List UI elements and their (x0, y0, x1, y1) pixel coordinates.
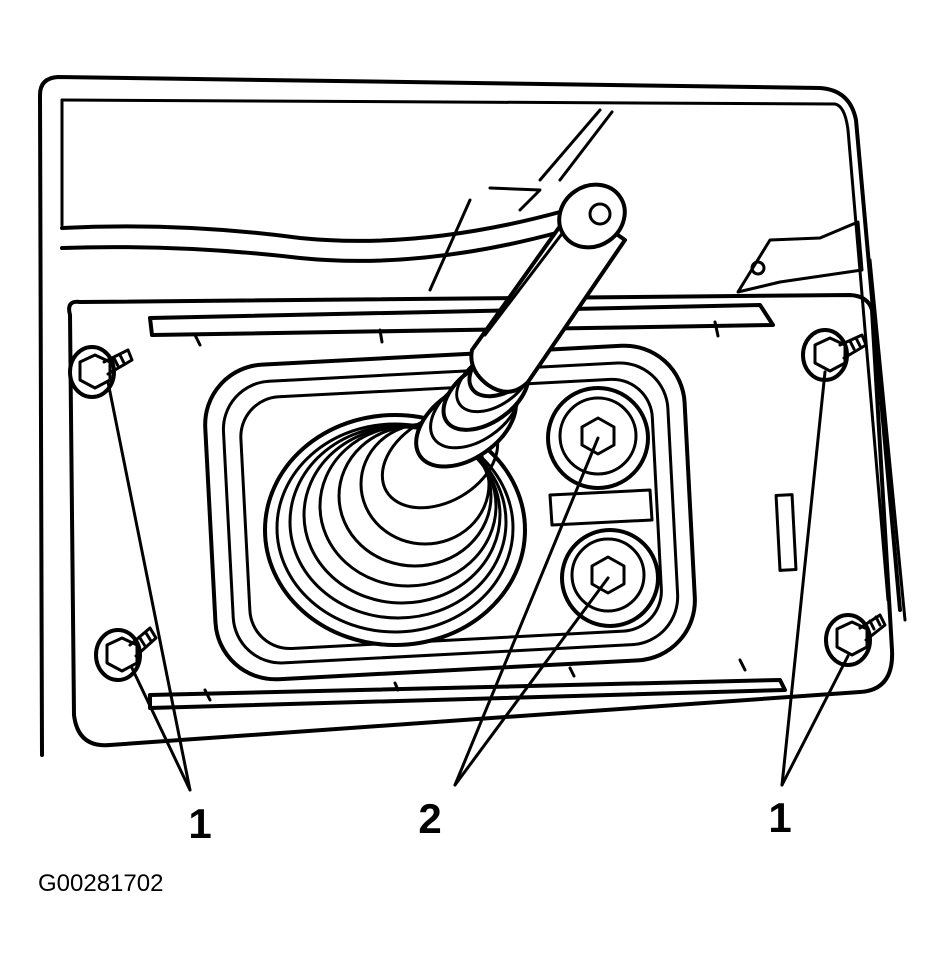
upper-cable (60, 108, 614, 292)
callout-center-bolts: 2 (418, 795, 441, 842)
leader-lines-left (106, 380, 192, 792)
console-panel (38, 75, 907, 757)
leader-lines-right (780, 370, 850, 787)
center-bolt-lower (560, 528, 660, 628)
mounting-plate (67, 293, 895, 748)
boot-frame (203, 343, 697, 682)
figure-id: G00281702 (38, 870, 163, 897)
side-slot (774, 493, 798, 572)
nut-bottom-left (94, 626, 158, 682)
nut-bottom-right (824, 613, 887, 667)
nut-top-left (68, 345, 134, 399)
nut-top-right (801, 328, 868, 382)
callout-left-nuts: 1 (188, 800, 211, 847)
leader-lines-center (453, 436, 610, 787)
bolt-rib (548, 488, 654, 527)
callout-right-nuts: 1 (768, 794, 791, 841)
right-bracket (736, 220, 864, 294)
shift-lever (469, 182, 627, 394)
